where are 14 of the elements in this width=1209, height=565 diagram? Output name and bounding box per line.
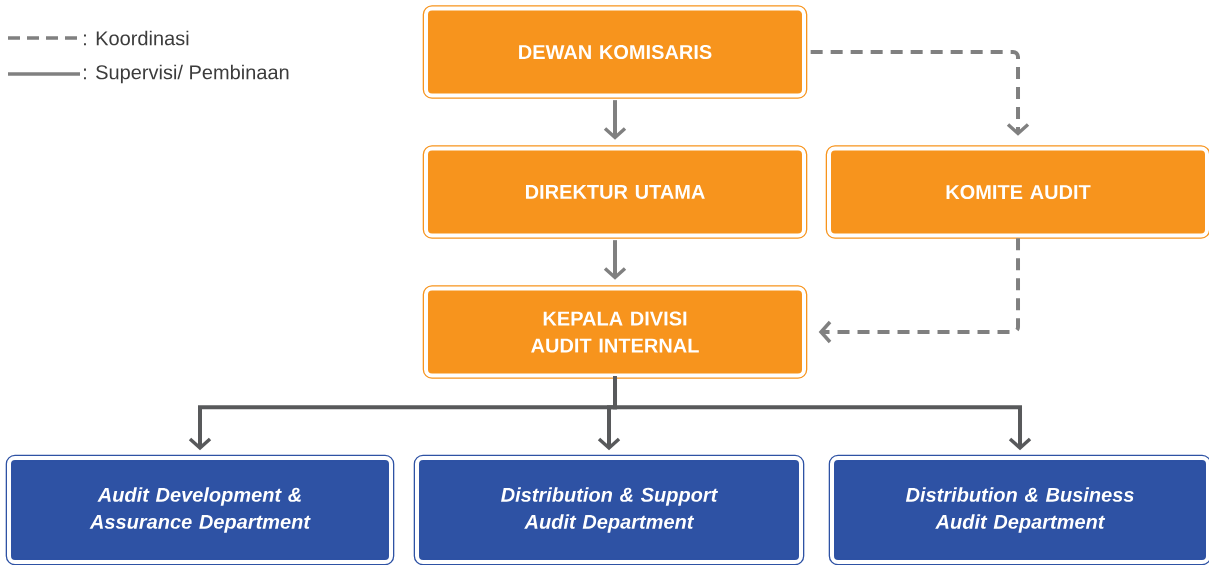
department-box: Distribution & Support Audit Department bbox=[413, 454, 805, 565]
department-box: Audit Development & Assurance Department bbox=[5, 454, 395, 565]
department-box: Distribution & Business Audit Department bbox=[828, 454, 1209, 565]
position-box: DIREKTUR UTAMA bbox=[422, 145, 808, 239]
position-box: KEPALA DIVISI AUDIT INTERNAL bbox=[422, 285, 808, 379]
legend-text: : Supervisi/ Pembinaan bbox=[84, 64, 289, 84]
arrow bbox=[810, 50, 1030, 136]
arrow bbox=[603, 100, 627, 140]
position-box: KOMITE AUDIT bbox=[825, 145, 1209, 239]
arrow bbox=[613, 376, 1032, 451]
position-box: DEWAN KOMISARIS bbox=[422, 5, 808, 99]
arrow bbox=[818, 238, 1020, 344]
arrow bbox=[603, 240, 627, 280]
legend-text: : Koordinasi bbox=[84, 30, 189, 46]
